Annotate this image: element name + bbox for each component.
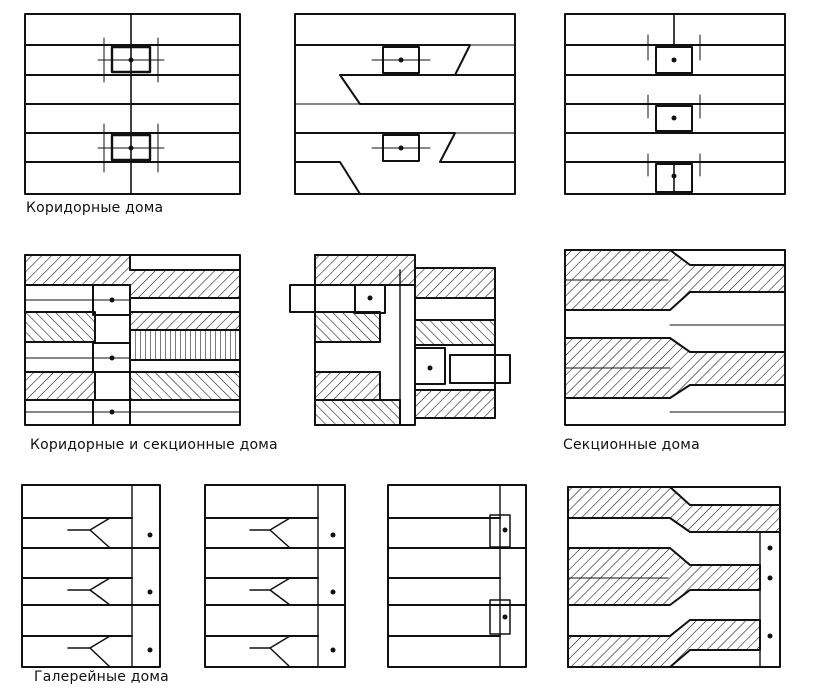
gallery-plan-1 bbox=[22, 485, 160, 667]
caption-corridor-houses: Коридорные дома bbox=[26, 200, 164, 216]
caption-gallery-houses: Галерейные дома bbox=[34, 669, 169, 685]
gallery-section-plan bbox=[568, 487, 780, 667]
gallery-plan-3 bbox=[388, 485, 526, 667]
circulation-markers bbox=[109, 57, 773, 653]
corridor-section-plan-2 bbox=[290, 255, 510, 425]
gallery-plan-2 bbox=[205, 485, 345, 667]
section-plan bbox=[565, 250, 785, 425]
corridor-plan-2 bbox=[295, 14, 515, 194]
corridor-plan-3 bbox=[565, 14, 785, 194]
caption-corridor-section-houses: Коридорные и секционные дома bbox=[30, 437, 278, 453]
corridor-plan-1 bbox=[25, 14, 240, 194]
caption-section-houses: Секционные дома bbox=[563, 437, 700, 453]
corridor-section-plan-1 bbox=[25, 255, 240, 425]
